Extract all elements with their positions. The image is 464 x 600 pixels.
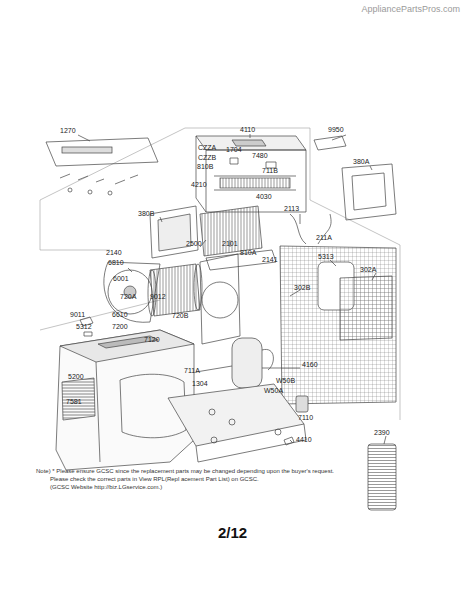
callout-number: 6610	[112, 311, 128, 318]
callout-number: W50B	[276, 377, 295, 384]
callout-number: 380A	[353, 158, 369, 165]
callout-number: 380B	[138, 210, 154, 217]
callout-number: 4030	[256, 193, 272, 200]
callout-number: 4110	[240, 126, 255, 133]
callout-number: 2113	[284, 205, 299, 212]
callout-number: 720A	[120, 293, 136, 300]
callout-number: 1304	[192, 380, 208, 387]
callout-number: 4410	[296, 436, 312, 443]
callout-number: 7200	[112, 323, 128, 330]
callout-number: 2141	[262, 256, 278, 263]
callout-number: 810A	[240, 249, 256, 256]
callout-number: 810B	[197, 163, 213, 170]
callout-number: CZZA	[198, 144, 216, 151]
note-text: Please check the correct parts in View R…	[50, 476, 259, 482]
callout-number: 9950	[328, 126, 344, 133]
note-text: Note) * Please ensure GCSC since the rep…	[36, 468, 334, 474]
callout-number: W50A	[264, 387, 283, 394]
callout-number: 720B	[172, 312, 188, 319]
callout-number: 7110	[298, 414, 313, 421]
callout-number: 2140	[106, 249, 122, 256]
callout-number: 302A	[360, 266, 376, 273]
callout-number: 7480	[252, 152, 268, 159]
callout-number: 6810	[108, 259, 124, 266]
callout-number: 5312	[76, 323, 92, 330]
callout-number: 711B	[262, 167, 278, 174]
callout-number: 302B	[294, 284, 310, 291]
callout-number: 211A	[316, 234, 332, 241]
callout-number: 7581	[66, 398, 82, 405]
note-text: (GCSC Website http://biz.LGservice.com.)	[50, 484, 162, 490]
callout-number: 5200	[68, 373, 84, 380]
callout-number: 7120	[144, 336, 160, 343]
page-number: 2/12	[218, 525, 247, 540]
watermark: AppliancePartsPros.com	[361, 5, 460, 14]
callout-number: 4210	[191, 181, 207, 188]
callout-number: 9012	[150, 293, 166, 300]
callout-number: 2500	[186, 240, 202, 247]
callout-number: 6001	[113, 275, 129, 282]
callout-number: 4160	[302, 361, 318, 368]
callout-number: 9011	[70, 311, 85, 318]
callout-number: 5313	[318, 253, 334, 260]
callout-number: 711A	[184, 367, 200, 374]
callout-number: 1704	[226, 146, 242, 153]
callout-number: 2101	[222, 240, 238, 247]
callout-number: CZZB	[198, 154, 216, 161]
callout-number: 1270	[60, 127, 76, 134]
callout-number: 2390	[374, 429, 390, 436]
